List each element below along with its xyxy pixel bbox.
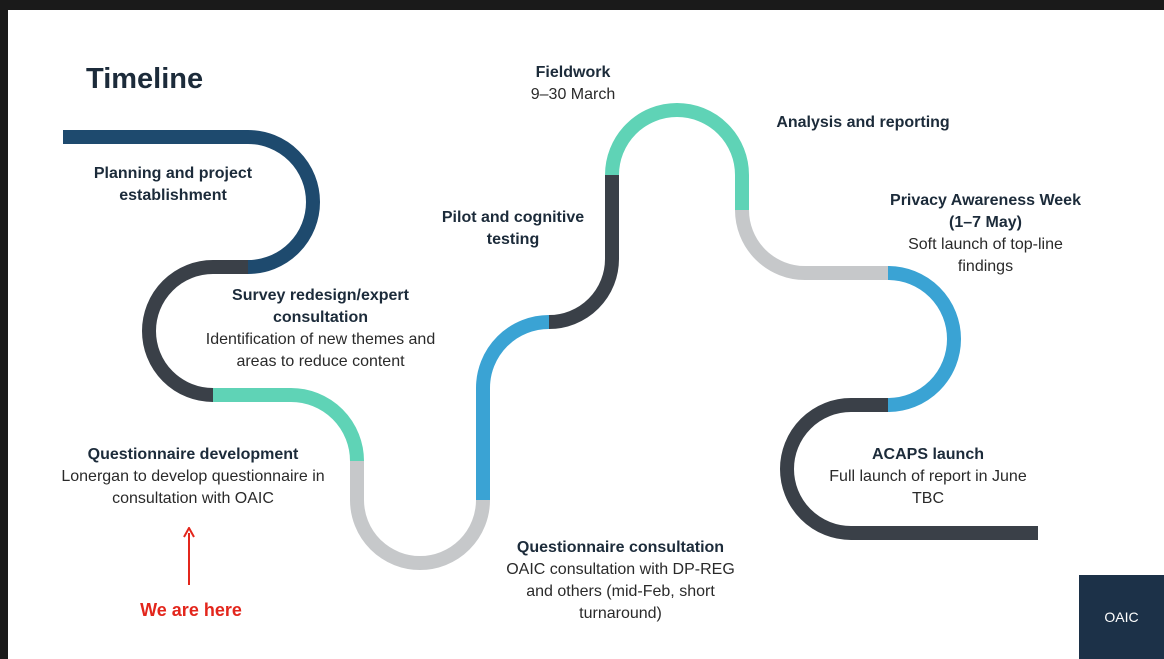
step-title: Analysis and reporting <box>776 114 950 131</box>
step-title: Planning and project establishment <box>93 165 253 204</box>
step-questionnaire-consultation: Questionnaire consultation OAIC consulta… <box>493 537 748 625</box>
step-fieldwork: Fieldwork 9–30 March <box>508 62 638 106</box>
step-privacy-awareness: Privacy Awareness Week (1–7 May) Soft la… <box>888 190 1083 278</box>
step-analysis: Analysis and reporting <box>753 112 973 134</box>
step-title: Pilot and cognitive testing <box>441 209 585 248</box>
step-planning: Planning and project establishment <box>58 163 288 207</box>
step-subtitle: OAIC consultation with DP-REG and others… <box>506 561 735 622</box>
road-segment-acaps-launch <box>780 398 1038 540</box>
road-segment-fieldwork <box>605 103 749 210</box>
timeline-road <box>63 103 1038 570</box>
step-subtitle: 9–30 March <box>530 86 616 103</box>
step-survey-redesign: Survey redesign/expert consultation Iden… <box>193 285 448 373</box>
step-title: Questionnaire development <box>87 446 299 463</box>
current-stage-marker: We are here <box>140 600 242 620</box>
road-segment-questionnaire-development <box>213 388 364 462</box>
step-title: Questionnaire consultation <box>516 539 725 556</box>
arrow-up-icon <box>183 527 195 585</box>
step-questionnaire-development: Questionnaire development Lonergan to de… <box>48 444 338 510</box>
page-title: Timeline <box>86 63 204 95</box>
step-title: Fieldwork <box>535 64 611 81</box>
step-subtitle: Soft launch of top-line findings <box>908 236 1063 275</box>
timeline-slide: Timeline Planning and project establishm… <box>8 10 1164 659</box>
road-segment-rising-blue <box>476 315 550 500</box>
road-segment-questionnaire-consultation <box>350 461 490 570</box>
step-subtitle: Full launch of report in June TBC <box>829 468 1027 507</box>
step-title: Survey redesign/expert consultation <box>232 287 409 326</box>
step-title: Privacy Awareness Week (1–7 May) <box>890 192 1081 231</box>
step-subtitle: Lonergan to develop questionnaire in con… <box>61 468 325 507</box>
road-segment-survey-redesign <box>142 260 248 402</box>
road-segment-analysis <box>735 209 888 280</box>
step-subtitle: Identification of new themes and areas t… <box>205 331 436 370</box>
road-segment-planning <box>63 130 320 274</box>
step-acaps-launch: ACAPS launch Full launch of report in Ju… <box>828 444 1028 510</box>
road-segment-pilot-testing <box>548 175 619 329</box>
step-title: ACAPS launch <box>871 446 984 463</box>
step-pilot-testing: Pilot and cognitive testing <box>428 207 598 251</box>
road-segment-privacy-awareness <box>887 266 961 412</box>
brand-logo: OAIC <box>1079 575 1164 659</box>
